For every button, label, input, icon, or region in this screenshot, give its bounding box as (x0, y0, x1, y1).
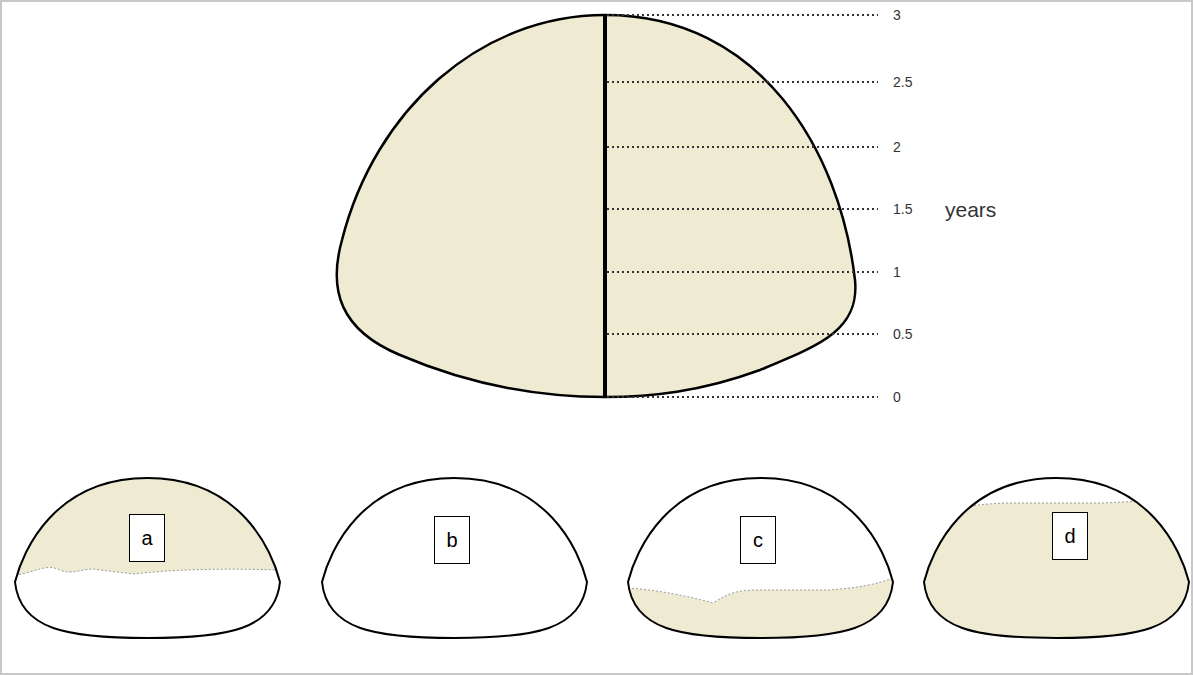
panel-letter-box: b (434, 516, 470, 564)
midline (603, 15, 607, 397)
crown-a (15, 478, 280, 638)
crown-c (628, 478, 893, 638)
crown-outline (337, 15, 856, 397)
crown-b (322, 478, 587, 638)
crown-d (924, 478, 1189, 638)
panel-letter: a (141, 527, 152, 549)
year-mark: 3 (893, 8, 901, 22)
panel-letter-box: a (129, 514, 165, 562)
panel-letter-box: d (1052, 512, 1088, 560)
year-mark: 2.5 (893, 75, 912, 89)
panel-letter-box: c (740, 516, 776, 564)
year-mark: 1 (893, 265, 901, 279)
panel-letter: d (1064, 525, 1075, 547)
year-lines (607, 15, 878, 397)
year-mark: 0 (893, 390, 901, 404)
year-mark: 0.5 (893, 327, 912, 341)
year-mark: 1.5 (893, 202, 912, 216)
panel-letter: c (753, 529, 763, 551)
year-mark: 2 (893, 140, 901, 154)
axis-title: years (945, 199, 996, 220)
panel-letter: b (446, 529, 457, 551)
